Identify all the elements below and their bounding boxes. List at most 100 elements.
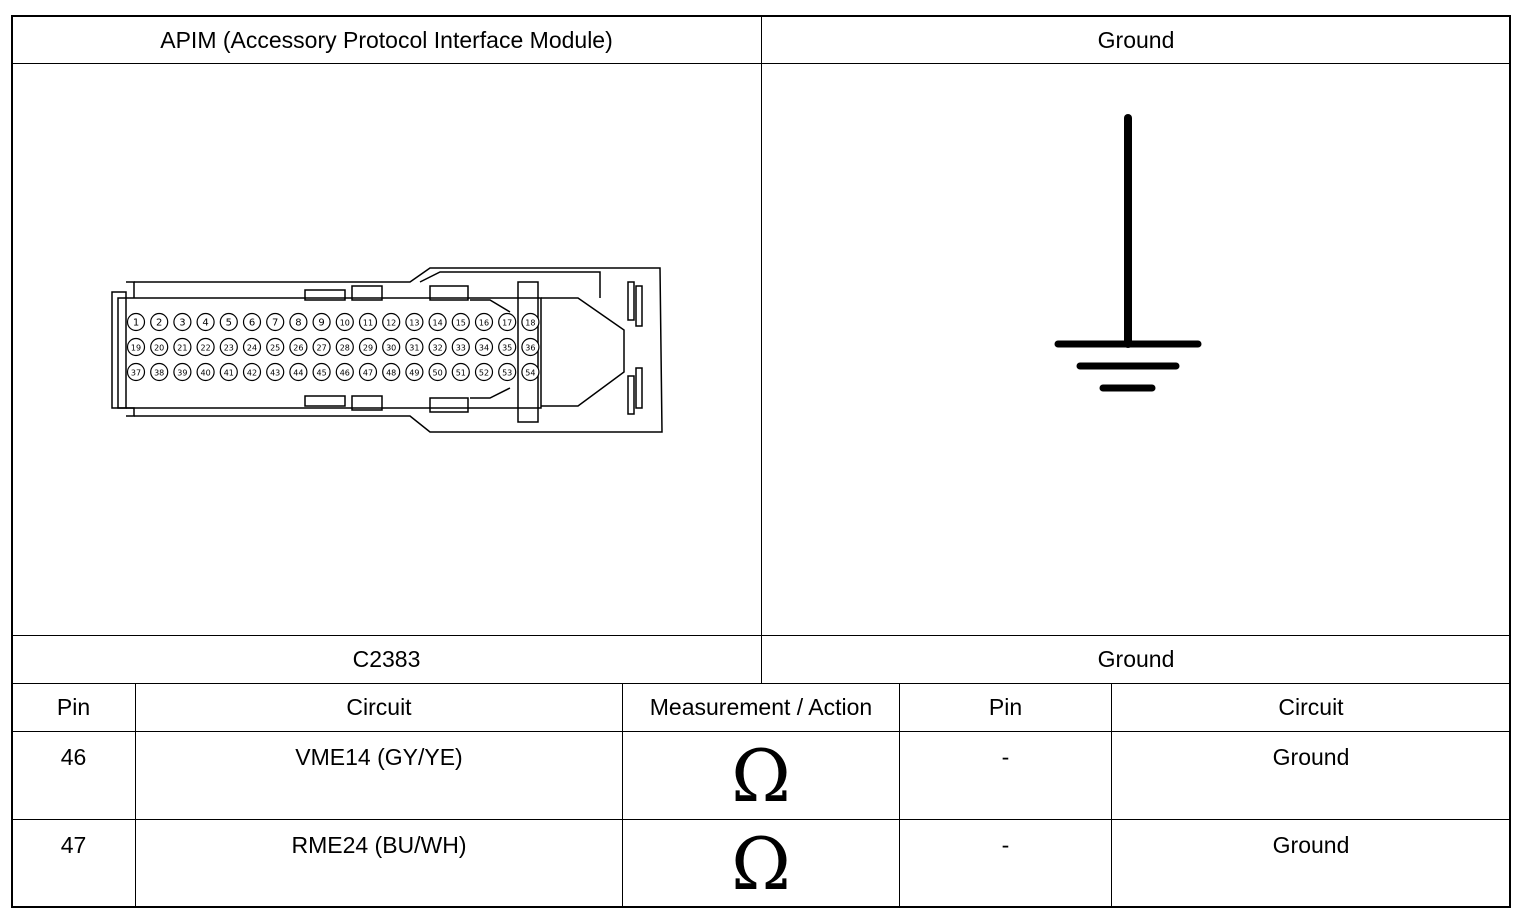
pin-cavity (173, 362, 192, 382)
connector-rib (635, 285, 643, 327)
connector-key (351, 285, 383, 301)
pin-cavity (289, 337, 308, 357)
pin-number: 16 (479, 319, 489, 328)
pin-number: 43 (270, 369, 280, 378)
pin-number: 2 (156, 318, 162, 329)
connector-key (304, 395, 346, 407)
pin-cavity (358, 312, 378, 332)
pin-number: 48 (386, 369, 396, 378)
pin-number: 3 (179, 318, 185, 329)
pin-cavity (428, 362, 447, 382)
pin-number: 7 (272, 318, 278, 329)
pin-number: 33 (456, 344, 466, 353)
connector-lock-arm (541, 297, 625, 407)
table-header-circuit: Circuit (346, 694, 412, 720)
pin-number: 20 (154, 344, 164, 353)
pin-cavity (405, 312, 424, 332)
pin-number: 27 (317, 344, 327, 353)
pin-cavity (405, 362, 424, 382)
pin-cavity (382, 337, 401, 357)
pin-number: 17 (502, 319, 512, 328)
ground-title: Ground (1097, 26, 1175, 53)
pin-cavity (312, 337, 331, 357)
pin-number: 4 (202, 318, 208, 329)
divider (135, 683, 136, 907)
connector-rib (635, 367, 643, 409)
pin-number: 25 (270, 344, 280, 353)
pin-cavity (266, 337, 285, 357)
ohm-icon: Ω (731, 821, 791, 906)
pin-cavity (196, 362, 215, 382)
divider (12, 731, 1510, 732)
divider (12, 819, 1510, 820)
pin-cavity (498, 362, 517, 382)
pin-cavity (242, 337, 262, 357)
pin-number: 8 (295, 318, 301, 329)
pin-number: 42 (247, 369, 257, 378)
connector-edge (126, 407, 135, 417)
pin-cavity (498, 312, 517, 332)
pin-number: 21 (177, 344, 187, 353)
pin-cavity (219, 362, 238, 382)
pin-number: 32 (433, 344, 443, 353)
table-cell-pin: 46 (60, 744, 87, 770)
pin-number: 35 (502, 344, 512, 353)
pin-number: 36 (525, 344, 535, 353)
pin-cavity (150, 337, 169, 357)
pin-number: 12 (386, 319, 396, 328)
pin-number: 10 (340, 319, 350, 328)
pin-number: 26 (293, 344, 303, 353)
pin-cavity (126, 362, 146, 382)
ohm-icon: Ω (731, 733, 791, 818)
table-header-pin-ground: Pin (988, 694, 1023, 720)
pin-cavity (150, 362, 169, 382)
table-cell-circuit-ground: Ground (1272, 832, 1350, 858)
connector-body (117, 297, 542, 409)
table-cell-pin-ground: - (1001, 832, 1010, 858)
pin-cavity (382, 312, 401, 332)
pin-cavity (219, 312, 238, 332)
connector-key (304, 289, 346, 301)
pin-cavity (219, 337, 238, 357)
connector-label: C2383 (352, 646, 421, 672)
pin-number: 41 (224, 369, 234, 378)
pin-number: 46 (340, 369, 350, 378)
pin-number: 40 (201, 369, 211, 378)
pin-number: 45 (317, 369, 327, 378)
table-cell-circuit: VME14 (GY/YE) (295, 744, 463, 770)
table-cell-pin: 47 (60, 832, 87, 858)
pin-number: 51 (456, 369, 466, 378)
pin-cavity (266, 312, 285, 332)
divider (622, 683, 623, 907)
pin-number: 28 (340, 344, 350, 353)
pin-number: 53 (502, 369, 512, 378)
pin-cavity (428, 312, 447, 332)
pin-cavity (382, 362, 401, 382)
pin-cavity (498, 337, 517, 357)
table-header-pin: Pin (56, 694, 91, 720)
pin-number: 29 (363, 344, 373, 353)
pin-cavity (126, 337, 146, 357)
connector-shroud-inner (419, 271, 601, 298)
pin-cavity (289, 362, 308, 382)
pin-cavity (173, 312, 192, 332)
connector-key (351, 395, 383, 411)
pin-cavity (521, 312, 540, 332)
pin-cavity (312, 312, 331, 332)
pin-number: 31 (409, 344, 419, 353)
pin-number: 19 (131, 344, 141, 353)
pin-cavity (521, 337, 540, 357)
pin-cavity (428, 337, 447, 357)
table-header-circuit-ground: Circuit (1278, 694, 1344, 720)
pin-number: 23 (224, 344, 234, 353)
pin-number: 34 (479, 344, 489, 353)
pin-cavity (335, 362, 354, 382)
connector-key (429, 285, 469, 301)
pin-number: 14 (433, 319, 443, 328)
connector-detail (470, 387, 511, 399)
table-cell-circuit: RME24 (BU/WH) (291, 832, 467, 858)
pin-cavity (521, 362, 540, 382)
pin-cavity (242, 312, 262, 332)
